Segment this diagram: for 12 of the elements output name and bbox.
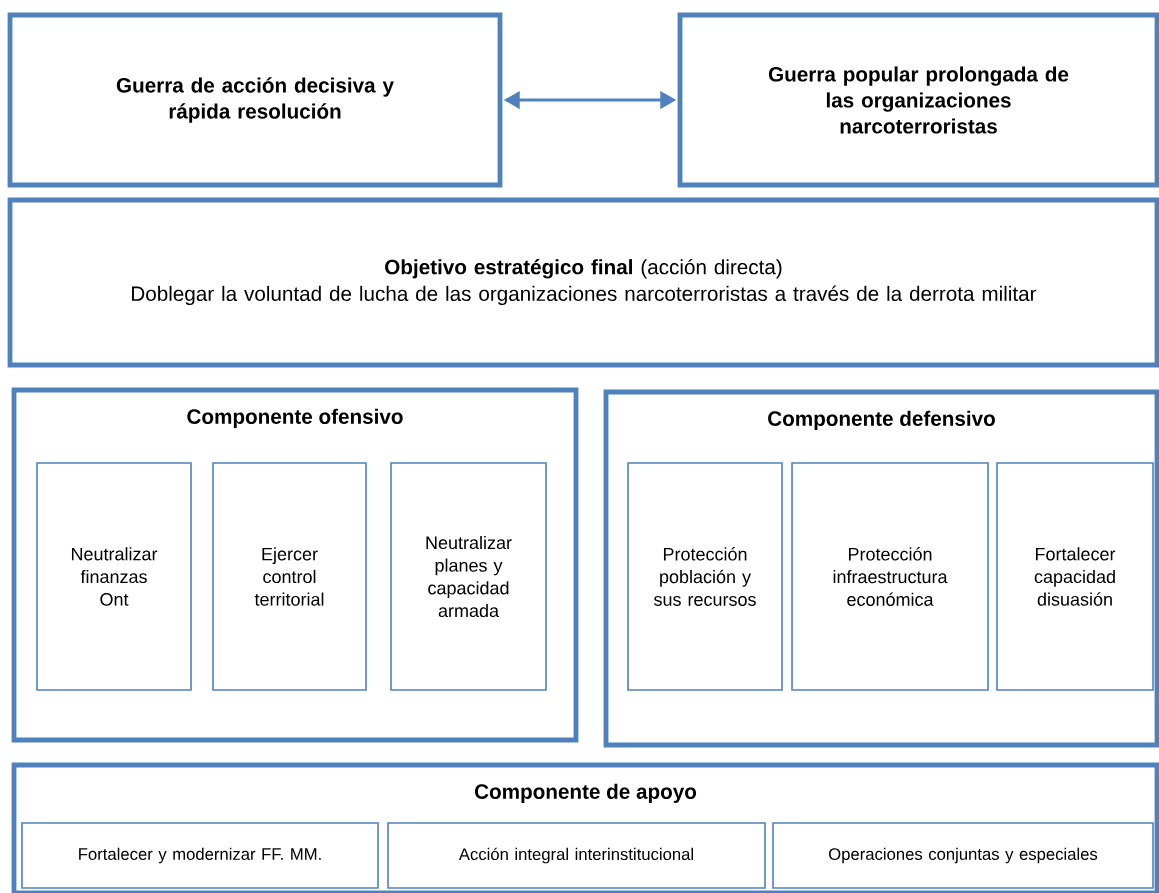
box: Neutralizar finanzas Ont bbox=[36, 462, 192, 691]
box: Operaciones conjuntas y especiales bbox=[772, 822, 1154, 889]
box: Protección población y sus recursos bbox=[627, 462, 783, 691]
box: Protección infraestructura económica bbox=[791, 462, 989, 691]
box: Fortalecer y modernizar FF. MM. bbox=[21, 822, 379, 889]
box: Ejercer control territorial bbox=[212, 462, 367, 691]
box: Fortalecer capacidad disuasión bbox=[996, 462, 1154, 691]
title-box: Guerra de acción decisiva y rápida resolución bbox=[7, 12, 503, 188]
box: Neutralizar planes y capacidad armada bbox=[390, 462, 547, 691]
title-box: Guerra popular prolongada de las organizaciones narcoterroristas bbox=[677, 12, 1159, 188]
box: Acción integral interinstitucional bbox=[387, 822, 766, 889]
objective-box: Objetivo estratégico final (acción directa) Doblegar la voluntad de lucha de las organizaciones narcoterroristas a través de la derrota militar bbox=[7, 197, 1159, 368]
